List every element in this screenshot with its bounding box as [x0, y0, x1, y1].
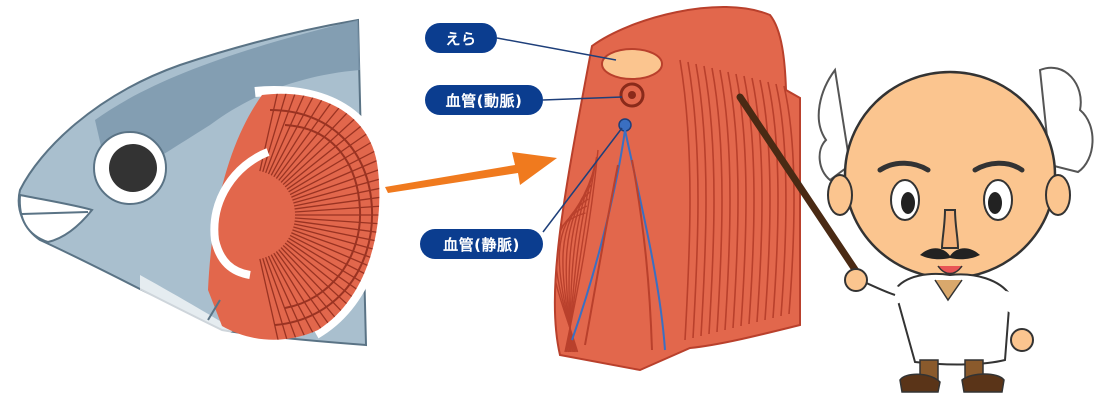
fish-head-icon: [19, 20, 400, 361]
artery-label: 血管(動脈): [425, 85, 543, 115]
gill-label: えら: [425, 23, 497, 53]
vein-label: 血管(静脈): [420, 229, 543, 259]
gill-filament-illustration: [552, 7, 800, 370]
orange-arrow-icon: [385, 152, 557, 193]
